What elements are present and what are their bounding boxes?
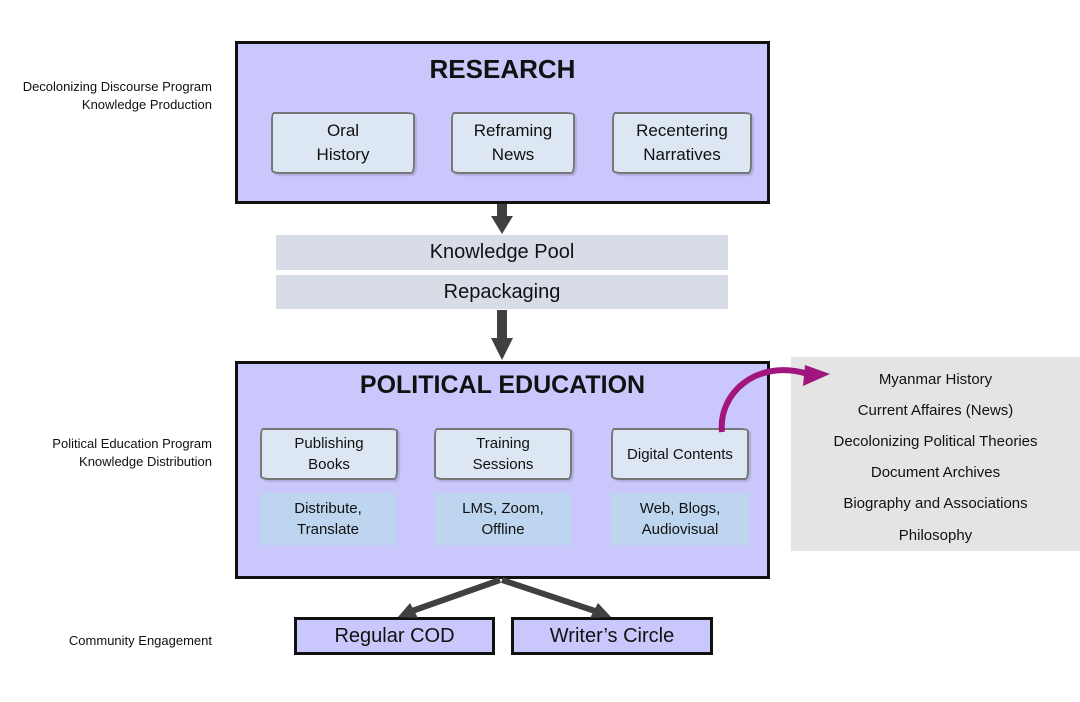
sub-box-line: Offline <box>481 521 525 538</box>
sub-box-line: Audiovisual <box>641 521 719 538</box>
sub-box-line: Web, Blogs, <box>639 500 721 517</box>
curved-arrow-digital-to-topics <box>718 365 830 433</box>
sub-box-line: LMS, Zoom, <box>462 500 544 517</box>
education-side-label: Political Education Program Knowledge Di… <box>52 435 212 471</box>
writers-circle-box: Writer’s Circle <box>511 617 713 655</box>
sub-box-line: Translate <box>297 521 359 538</box>
side-label-line: Political Education Program <box>52 436 212 451</box>
repackaging-bar: Repackaging <box>276 275 728 309</box>
education-item-line: Books <box>308 456 350 473</box>
side-label-line: Knowledge Distribution <box>79 454 212 469</box>
research-item-line: Oral <box>326 121 360 140</box>
topic-item: Current Affaires (News) <box>857 402 1014 419</box>
education-item-digital-contents: Digital Contents <box>611 428 749 480</box>
arrow-education-to-writers-circle <box>501 577 611 618</box>
sub-box-line: Distribute, <box>294 500 362 517</box>
regular-cod-box: Regular COD <box>294 617 495 655</box>
political-education-title: POLITICAL EDUCATION <box>359 371 646 399</box>
knowledge-pool-bar: Knowledge Pool <box>276 235 728 270</box>
topic-item: Myanmar History <box>878 371 993 388</box>
research-item-line: Recentering <box>636 121 728 140</box>
education-item-line: Digital Contents <box>627 445 733 463</box>
side-label-line: Knowledge Production <box>81 97 212 112</box>
topic-item: Philosophy <box>898 527 973 544</box>
education-item-line: Publishing <box>294 435 364 452</box>
research-item-line: Narratives <box>643 145 721 164</box>
research-item-line: News <box>491 145 535 164</box>
education-item-line: Training <box>476 435 530 452</box>
education-item-line: Sessions <box>472 456 534 473</box>
digital-sub-box: Web, Blogs, Audiovisual <box>611 493 749 545</box>
publishing-sub-box: Distribute, Translate <box>260 493 396 545</box>
topic-item: Document Archives <box>870 464 1001 481</box>
arrow-research-to-pool <box>491 204 513 234</box>
topic-item: Biography and Associations <box>843 495 1028 512</box>
arrow-education-to-regular-cod <box>398 577 501 618</box>
training-sub-box: LMS, Zoom, Offline <box>435 493 571 545</box>
digital-topics-panel: Myanmar History Current Affaires (News) … <box>791 357 1080 551</box>
research-title: RESEARCH <box>429 54 576 84</box>
side-label-line: Decolonizing Discourse Program <box>22 79 212 94</box>
arrow-repackaging-to-education <box>491 310 513 360</box>
research-item-line: Reframing <box>473 121 553 140</box>
research-item-line: History <box>316 145 370 164</box>
topic-item: Decolonizing Political Theories <box>833 433 1038 450</box>
community-side-label: Community Engagement <box>68 633 212 648</box>
research-side-label: Decolonizing Discourse Program Knowledge… <box>23 78 212 114</box>
